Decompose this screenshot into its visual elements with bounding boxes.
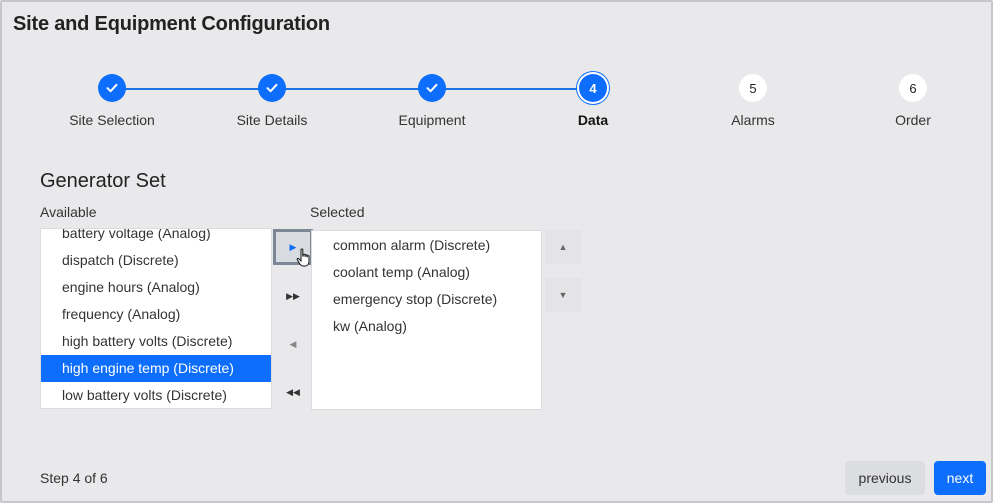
hand-cursor-icon: [296, 248, 312, 273]
step-label: Alarms: [731, 112, 775, 128]
available-listbox[interactable]: battery voltage (Analog) dispatch (Discr…: [40, 228, 272, 409]
selected-label: Selected: [310, 204, 365, 220]
step-indicator: Step 4 of 6: [40, 470, 108, 486]
move-left-button[interactable]: ◀: [273, 326, 313, 362]
list-item[interactable]: emergency stop (Discrete): [333, 291, 498, 307]
check-icon: [258, 74, 286, 102]
list-item-selected[interactable]: high engine temp (Discrete): [41, 355, 271, 382]
list-item[interactable]: high battery volts (Discrete): [62, 333, 233, 349]
previous-button[interactable]: previous: [845, 461, 925, 495]
stepper-line: [112, 88, 593, 90]
step-label: Site Selection: [69, 112, 155, 128]
list-item[interactable]: battery voltage (Analog): [62, 228, 211, 241]
check-icon: [98, 74, 126, 102]
available-label: Available: [40, 204, 97, 220]
move-up-button[interactable]: ▲: [545, 230, 581, 264]
step-label: Site Details: [236, 112, 308, 128]
step-number: 4: [579, 74, 607, 102]
move-down-button[interactable]: ▼: [545, 278, 581, 312]
selected-listbox[interactable]: common alarm (Discrete) coolant temp (An…: [311, 230, 542, 410]
list-item[interactable]: dispatch (Discrete): [62, 252, 179, 268]
list-item[interactable]: low battery volts (Discrete): [62, 387, 227, 403]
list-item[interactable]: frequency (Analog): [62, 306, 181, 322]
step-label: Data: [577, 112, 609, 128]
progress-stepper: Site Selection Site Details Equipment 4 …: [2, 72, 993, 142]
move-all-right-button[interactable]: ▶▶: [273, 278, 313, 314]
page-title: Site and Equipment Configuration: [13, 13, 330, 35]
step-number: 5: [739, 74, 767, 102]
list-item[interactable]: common alarm (Discrete): [333, 237, 491, 253]
step-label: Equipment: [398, 112, 466, 128]
list-item[interactable]: engine hours (Analog): [62, 279, 200, 295]
section-title: Generator Set: [40, 170, 166, 192]
next-button[interactable]: next: [934, 461, 986, 495]
step-number: 6: [899, 74, 927, 102]
move-all-left-button[interactable]: ◀◀: [273, 374, 313, 410]
list-item[interactable]: kw (Analog): [333, 318, 407, 334]
list-item[interactable]: coolant temp (Analog): [333, 264, 470, 280]
check-icon: [418, 74, 446, 102]
step-label: Order: [895, 112, 931, 128]
